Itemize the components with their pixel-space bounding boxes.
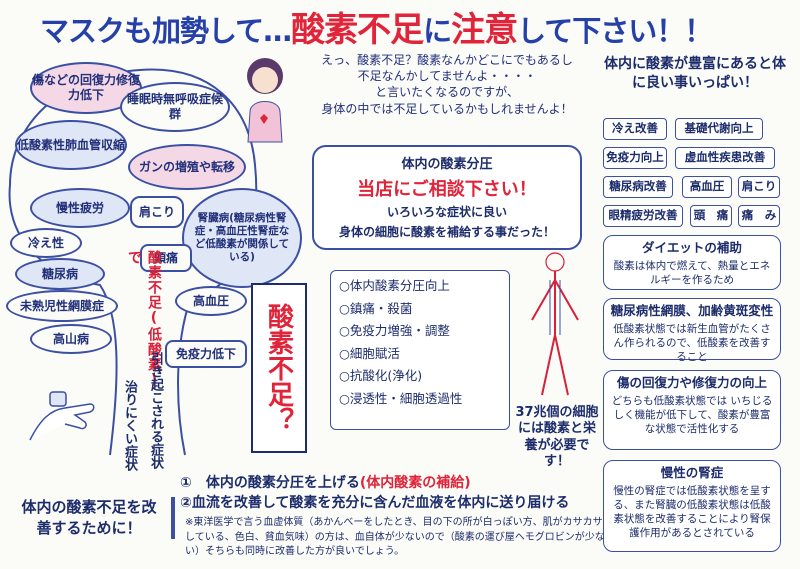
info-box-kidney: 慢性の腎症 慢性の腎症では低酸素状態を呈する、また腎臓の低酸素状態は低酸素状態を…: [603, 460, 781, 552]
bubble-cold: 冷え性: [10, 228, 82, 258]
intro-line: 不足なんかしてませんよ・・・・: [357, 69, 537, 84]
bubble-kidney: 腎臓病(糖尿病性腎症・高血圧性腎症など低酸素が関係している): [182, 188, 302, 288]
tag-cold: 冷え改善: [603, 118, 667, 140]
benefit-list: ○体内酸素分圧向上 ○鎮痛・殺菌 ○免疫力増強・調整 ○細胞賦活 ○抗酸化(浄化…: [330, 270, 510, 430]
info-box-recovery: 傷の回復力や修復力の向上 どちらも低酸素状態では いちじるしく機能が低下して、酸…: [603, 370, 781, 450]
right-heading: 体内に酸素が豊富にあると体に良い事いっぱい！: [604, 56, 786, 91]
tag-diabetes: 糖尿病改善: [603, 176, 673, 198]
tag-hypertension: 高血圧: [682, 176, 732, 198]
tag-headache: 頭 痛: [690, 205, 732, 227]
bubble-apnea: 睡眠時無呼吸症候群: [120, 82, 230, 132]
cells-text: 37兆個の細胞には酸素と栄養が必要です！: [515, 405, 599, 469]
consult-box: 体内の酸素分圧 当店にご相談下さい！ いろいろな症状に良い 身体の細胞に酸素を補…: [312, 145, 582, 250]
step-1-note: (体内酸素の補給): [359, 475, 471, 491]
tag-ischemic: 虚血性疾患改善: [675, 147, 775, 169]
title-part5: して下さい！！: [517, 14, 713, 48]
info-box-title: 糖尿病性網膜、加齢黄斑変性: [610, 303, 774, 318]
bubble-hypoxic-vasoconstriction: 低酸素性肺血管収縮: [15, 120, 127, 170]
info-box-body: 低酸素状態では新生血管がたくさん作られるので、低酸素を改善すること: [613, 322, 771, 364]
intro-line: と言いたくなるのですが、: [375, 85, 519, 100]
improve-heading: 体内の酸素不足を改善するために！: [15, 497, 175, 539]
circulation-figure: [531, 252, 579, 396]
list-item: ○鎮痛・殺菌: [339, 300, 413, 316]
trunk-cause-text: 引き起こされる症状: [148, 352, 163, 469]
steps: ① 体内の酸素分圧を上げる(体内酸素の補給) ②血流を改善して酸素を充分に含んだ…: [180, 473, 600, 514]
list-item: ○抗酸化(浄化): [339, 368, 423, 383]
bubble-fatigue: 慢性疲労: [30, 188, 130, 228]
page-title: マスクも加勢して…酸素不足に注意して下さい！！: [40, 2, 760, 50]
bubble-stiff-shoulder: 肩こり: [130, 196, 184, 228]
tag-metabolism: 基礎代謝向上: [675, 118, 763, 140]
info-box-body: 酸素は体内で燃えて、熱量とエネルギーを作るため: [613, 259, 771, 287]
intro-text: えっ、酸素不足？酸素なんかどこにでもあるし 不足なんかしてませんよ・・・・ と言…: [292, 52, 602, 117]
title-part2: 酸素不足: [291, 10, 424, 50]
intro-line: えっ、酸素不足？酸素なんかどこにでもあるし: [321, 53, 573, 67]
info-box-diet: ダイエットの補助 酸素は体内で燃えて、熱量とエネルギーを作るため: [603, 235, 781, 290]
info-box-body: 慢性の腎症では低酸素状態を呈する、また腎臓の低酸素状態は低酸素状態を改善すること…: [613, 484, 771, 540]
title-part3: に: [423, 14, 452, 48]
step-2: ②血流を改善して酸素を充分に含んだ血液を体内に送り届ける: [180, 495, 570, 512]
footnote: ※東洋医学で言う血虚体質（あかんべーをしたとき、目の下の所が白っぽい方、肌がカサ…: [185, 517, 605, 557]
list-item: ○細胞賦活: [339, 345, 400, 361]
bubble-hypertension: 高血圧: [175, 286, 247, 316]
bubble-diabetes: 糖尿病: [15, 258, 105, 290]
list-item: ○体内酸素分圧向上: [339, 278, 450, 293]
info-box-retina: 糖尿病性網膜、加齢黄斑変性 低酸素状態では新生血管がたくさん作られるので、低酸素…: [603, 298, 781, 363]
trunk-red-text: 酸素不足(低酸素)で: [126, 250, 162, 389]
consult-line: いろいろな症状に良い: [386, 205, 507, 219]
intro-line: 身体の中では不足しているかもしれませんよ！: [321, 101, 573, 116]
info-box-title: 傷の回復力や修復力の向上: [616, 375, 767, 390]
tag-pain: 痛 み: [738, 205, 780, 227]
list-item: ○浸透性・細胞透過性: [339, 390, 463, 406]
bubble-altitude: 高山病: [30, 324, 112, 354]
hand-illustration: [29, 391, 95, 441]
tag-immunity: 免疫力向上: [603, 147, 667, 169]
tag-shoulder: 肩こり: [738, 176, 780, 198]
title-part4: 注意: [451, 10, 518, 50]
bubble-cancer: ガンの増殖や転移: [128, 144, 246, 190]
oxygen-shortage-sign: 酸素不足？: [251, 283, 307, 453]
step-1: ① 体内の酸素分圧を上げる: [180, 475, 360, 491]
bubble-retinopathy: 未熟児性網膜症: [6, 290, 118, 322]
bubble-headache: 頭痛: [140, 244, 192, 272]
info-box-title: 慢性の腎症: [660, 465, 724, 480]
trunk-hard-text: 治りにくい症状: [122, 380, 137, 471]
bubble-immunity: 免疫力低下: [165, 340, 247, 368]
consult-callout: 当店にご相談下さい！: [357, 179, 537, 200]
title-part1: マスクも加勢して…: [40, 14, 292, 48]
consult-line: 身体の細胞に酸素を補給する事だった！: [338, 224, 555, 239]
consult-heading: 体内の酸素分圧: [401, 157, 493, 172]
girl-illustration: [247, 58, 283, 143]
tag-eyestrain: 眼精疲労改善: [603, 205, 683, 227]
info-box-title: ダイエットの補助: [642, 240, 742, 255]
list-item: ○免疫力増強・調整: [339, 323, 450, 338]
info-box-body: どちらも低酸素状態では いちじるしく機能が低下して、酸素が豊富な状態で活性化する: [611, 394, 773, 436]
